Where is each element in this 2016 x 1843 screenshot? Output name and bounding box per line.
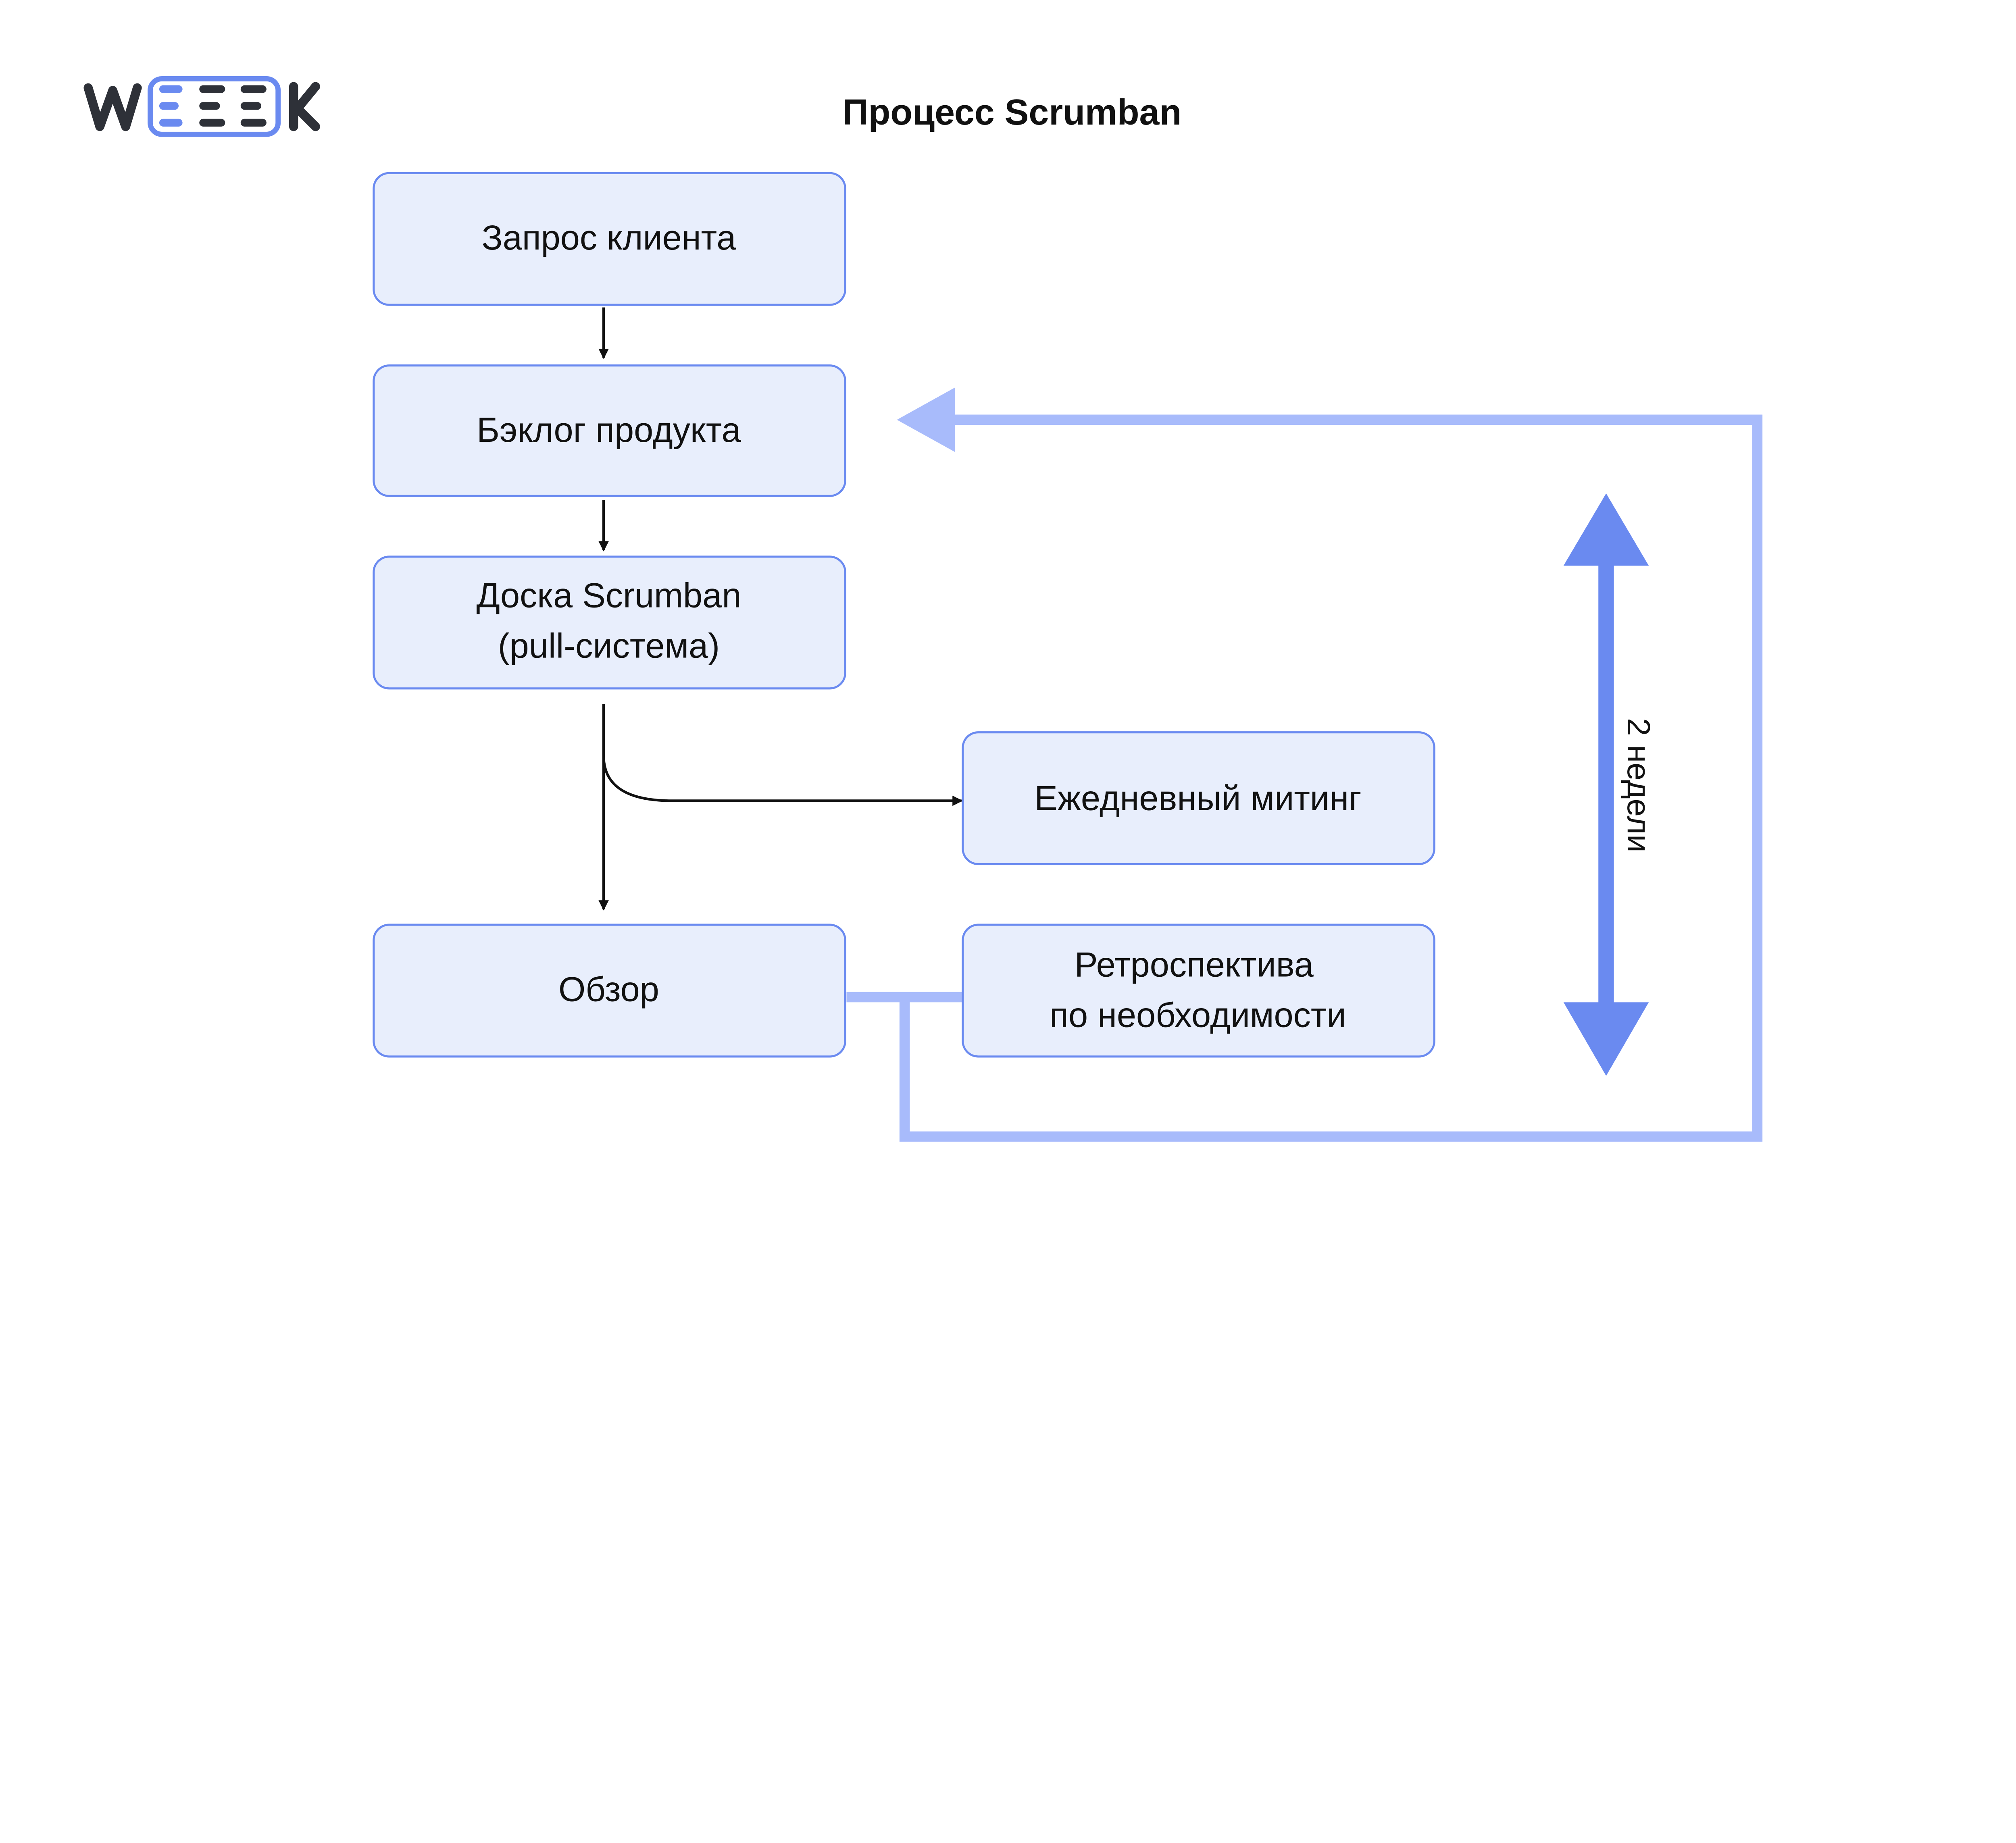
node-label: Обзор <box>558 970 659 1009</box>
node-label: Бэклог продукта <box>477 411 741 449</box>
scrumban-diagram: Процесс Scrumban Запрос клиента Бэклог п… <box>83 76 1763 1142</box>
node-label: Доска Scrumban <box>476 576 741 615</box>
diagram-title: Процесс Scrumban <box>842 92 1181 133</box>
node-review: Обзор <box>373 924 846 1058</box>
node-daily-meeting: Ежедневный митинг <box>962 731 1435 865</box>
node-label: Запрос клиента <box>481 218 736 257</box>
cycle-double-arrow <box>1563 493 1649 1076</box>
arrow-board-to-daily <box>602 704 963 806</box>
node-client-request: Запрос клиента <box>373 172 846 306</box>
feedback-loop <box>846 387 1763 1142</box>
node-scrumban-board: Доска Scrumban (pull-система) <box>373 555 846 690</box>
diagram-stage: Процесс Scrumban Запрос клиента Бэклог п… <box>83 76 1763 1142</box>
weeek-logo <box>83 76 320 137</box>
feedback-arrowhead-icon <box>897 387 955 452</box>
node-label: Ежедневный митинг <box>1034 779 1361 817</box>
node-label: (pull-система) <box>498 626 720 665</box>
cycle-label: 2 недели <box>1621 718 1657 853</box>
node-product-backlog: Бэклог продукта <box>373 364 846 497</box>
node-label: по необходимости <box>1050 996 1346 1035</box>
node-label: Ретроспектива <box>1075 946 1314 984</box>
node-retrospective: Ретроспектива по необходимости <box>962 924 1435 1058</box>
